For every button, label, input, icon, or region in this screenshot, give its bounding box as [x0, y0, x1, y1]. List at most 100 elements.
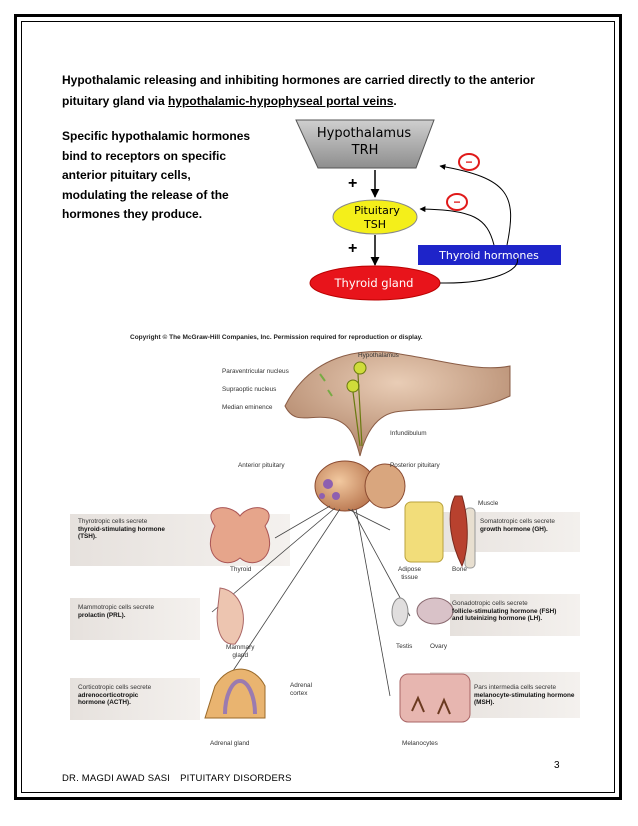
figure-copyright: Copyright © The McGraw-Hill Companies, I…	[130, 334, 423, 341]
page-footer: DR. MAGDI AWAD SASI PITUITARY DISORDERS	[62, 773, 292, 784]
minus-circle-1	[458, 153, 480, 171]
text-intermedia: Pars intermedia cells secrete melanocyte…	[474, 684, 575, 707]
panel-plain: Pars intermedia cells secrete	[474, 684, 557, 691]
label-ovary: Ovary	[430, 643, 448, 650]
tsh-label: TSH	[363, 218, 386, 231]
label-adipose-line: tissue	[401, 573, 418, 581]
label-median-eminence: Median eminence	[222, 404, 273, 411]
panel-corticotropic	[70, 678, 200, 720]
melanocyte-shapes	[411, 695, 451, 715]
label-adipose-line: Adipose	[398, 566, 422, 573]
side-line: Specific hypothalamic hormones	[62, 129, 251, 143]
page-number: 3	[554, 760, 560, 771]
label-muscle: Muscle	[478, 500, 499, 507]
label-testis: Testis	[396, 643, 413, 650]
label-melanocytes: Melanocytes	[402, 740, 438, 747]
side-line: bind to receptors on specific	[62, 148, 227, 163]
minus-sign-1: −	[465, 155, 472, 169]
hypothalamus-shape	[295, 119, 435, 169]
side-line: modulating the release of the	[62, 187, 229, 202]
panel-plain: Mammotropic cells secrete	[78, 604, 154, 611]
label-mammary: Mammary gland	[226, 644, 254, 659]
thyroid-hormones-box	[418, 245, 561, 265]
intro-text: Hypothalamic releasing and inhibiting ho…	[62, 73, 535, 108]
muscle-shape	[449, 495, 468, 568]
panel-bold: thyroid-stimulating hormone	[78, 525, 165, 533]
label-adrenal-cortex: Adrenal cortex	[290, 682, 312, 697]
footer-author: DR. MAGDI AWAD SASI	[62, 773, 171, 784]
text-somatotropic: Somatotropic cells secrete growth hormon…	[480, 518, 555, 533]
panel-plain: Somatotropic cells secrete	[480, 518, 555, 525]
panel-bold: (TSH).	[78, 533, 97, 541]
panel-bold: growth hormone (GH).	[480, 525, 548, 533]
adrenal-medulla	[223, 678, 257, 715]
plus-sign-1: +	[348, 175, 357, 192]
label-adrenal-cortex-line: cortex	[290, 689, 308, 697]
pituitary-anatomy-figure	[70, 351, 580, 723]
label-supraoptic: Supraoptic nucleus	[222, 386, 277, 393]
panel-plain: Gonadotropic cells secrete	[452, 600, 528, 607]
pituitary-shape	[332, 199, 418, 235]
label-mammary-line: gland	[232, 651, 249, 659]
label-adrenal-cortex-line: Adrenal	[290, 682, 313, 689]
panel-mammotropic	[70, 598, 200, 640]
intro-end: .	[393, 94, 397, 108]
text-gonadotropic: Gonadotropic cells secrete follicle-stim…	[452, 600, 556, 623]
text-thyrotropic: Thyrotropic cells secrete thyroid-stimul…	[78, 518, 165, 541]
adrenal-gland-shape	[204, 668, 266, 719]
text-corticotropic: Corticotropic cells secrete adrenocortic…	[78, 684, 151, 707]
footer-title: PITUITARY DISORDERS	[180, 773, 292, 784]
panel-bold: and luteinizing hormone (LH).	[452, 615, 543, 623]
minus-circle-2	[446, 193, 468, 211]
panel-bold: prolactin (PRL).	[78, 611, 126, 619]
thyroid-feedback-diagram: Hypothalamus TRH + Pituitary TSH + Thyro…	[295, 119, 561, 301]
label-infundibulum: Infundibulum	[390, 430, 427, 437]
thyroid-gland-label: Thyroid gland	[334, 276, 414, 290]
label-bone: Bone	[452, 566, 467, 573]
feedback-arrow-hypothalamus	[439, 163, 512, 246]
hypothalamus-label: Hypothalamus	[317, 126, 411, 141]
hormone-output-line	[439, 257, 518, 284]
hypothalamus-tissue	[284, 351, 511, 457]
trh-label: TRH	[351, 143, 379, 158]
ovary-shape	[416, 597, 454, 625]
cell-dot	[332, 492, 340, 500]
label-paraventricular: Paraventricular nucleus	[222, 368, 289, 375]
feedback-arrow-pituitary	[419, 206, 495, 246]
mammary-gland-shape	[216, 587, 244, 645]
minus-sign-2: −	[453, 195, 460, 209]
cell-dot	[323, 479, 333, 489]
testis-shape	[391, 597, 409, 627]
label-hypothalamus: Hypothalamus	[358, 352, 399, 359]
panel-bold: melanocyte-stimulating hormone	[474, 691, 575, 699]
panel-plain: Corticotropic cells secrete	[78, 684, 152, 691]
panel-bold: adrenocorticotropic	[78, 691, 139, 699]
side-paragraph: Specific hypothalamic hormones bind to r…	[62, 127, 272, 225]
panel-plain: Thyrotropic cells secrete	[78, 518, 148, 525]
plus-sign-2: +	[348, 240, 357, 257]
panel-bold: (MSH).	[474, 699, 495, 707]
label-posterior-pituitary: Posterior pituitary	[390, 462, 440, 469]
label-adipose: Adipose tissue	[398, 566, 421, 581]
intro-paragraph: Hypothalamic releasing and inhibiting ho…	[62, 70, 562, 112]
cell-dot	[319, 493, 325, 499]
adipose-tissue	[404, 501, 444, 563]
supraoptic-nucleus	[346, 379, 360, 393]
posterior-pituitary-shape	[364, 463, 406, 509]
panel-bold: follicle-stimulating hormone (FSH)	[452, 607, 557, 615]
thyroid-organ	[209, 507, 271, 564]
panel-somatotropic	[420, 512, 580, 552]
label-adrenal-gland: Adrenal gland	[210, 740, 250, 747]
thyroid-hormones-label: Thyroid hormones	[438, 249, 539, 262]
panel-gonadotropic	[450, 594, 580, 636]
portal-veins-term: hypothalamic-hypophyseal portal veins	[168, 94, 394, 108]
nucleus-marks	[319, 373, 333, 397]
skin-tissue	[399, 673, 471, 723]
side-line: anterior pituitary cells,	[62, 168, 191, 182]
page-border-outer	[14, 14, 622, 800]
side-line: hormones they produce.	[62, 207, 203, 221]
pituitary-label: Pituitary	[354, 204, 400, 217]
text-mammotropic: Mammotropic cells secrete prolactin (PRL…	[78, 604, 154, 619]
page-border-inner	[21, 21, 615, 793]
label-anterior-pituitary: Anterior pituitary	[238, 462, 285, 469]
